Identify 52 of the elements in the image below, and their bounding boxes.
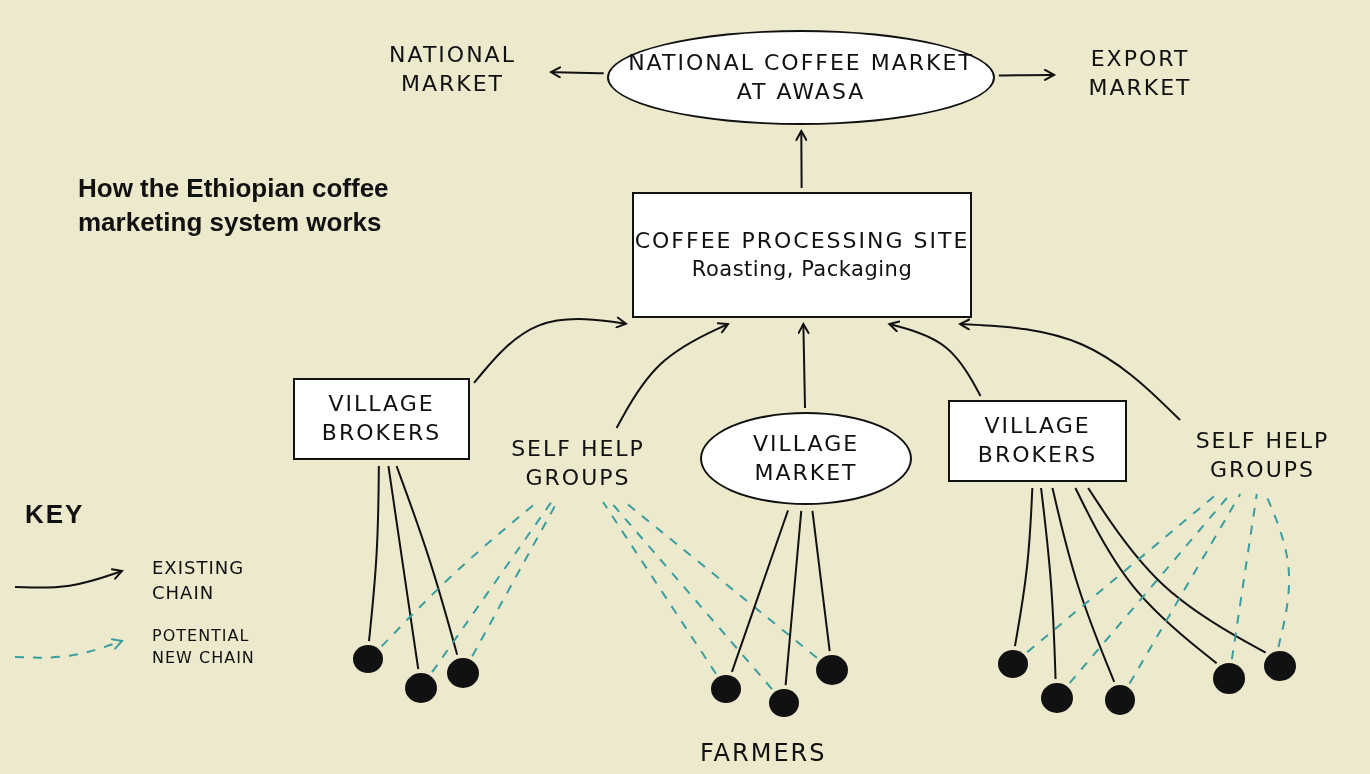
connector-line (368, 465, 380, 643)
farmer-dot (769, 689, 799, 717)
farmer-dot (1264, 651, 1296, 681)
key-heading: KEY (25, 498, 85, 531)
connector-line (1087, 487, 1267, 654)
node-heading: VILLAGE BROKERS (976, 412, 1099, 469)
market-label: SELF HELP GROUPS (1165, 424, 1360, 488)
arrow (473, 316, 627, 384)
market-label: EXPORT MARKET (1060, 42, 1220, 106)
arrow (797, 323, 810, 409)
arrow (997, 69, 1055, 81)
market-label: NATIONAL MARKET (360, 38, 545, 102)
dashed-connector (1128, 493, 1242, 685)
dashed-connector (431, 501, 553, 674)
legend-text: EXISTING CHAIN (152, 556, 246, 606)
arrow (888, 320, 982, 397)
connector-line (1040, 487, 1057, 681)
connector-line (811, 509, 831, 653)
arrow (959, 318, 1181, 421)
node-heading: VILLAGE BROKERS (320, 390, 443, 447)
farmer-dot (405, 673, 437, 703)
diagram-title: How the Ethiopian coffee marketing system works (78, 172, 390, 239)
farmer-dot (353, 645, 383, 673)
farmer-dot (1105, 685, 1135, 715)
legend-text: POTENTIAL NEW CHAIN (152, 625, 256, 670)
arrow (795, 130, 808, 189)
arrow (550, 66, 605, 79)
market-label: SELF HELP GROUPS (488, 432, 668, 496)
farmer-dot (1213, 663, 1245, 694)
connector-line (730, 509, 789, 673)
process-box (293, 378, 470, 460)
node-heading: NATIONAL COFFEE MARKET AT AWASA (627, 48, 975, 106)
connector-line (784, 509, 803, 687)
connector-line (395, 465, 459, 656)
dashed-connector (1230, 493, 1258, 661)
farmer-dot (998, 650, 1028, 678)
farmer-dot (711, 675, 741, 703)
dashed-connector (602, 501, 717, 675)
group-label: FARMERS (700, 738, 827, 769)
farmer-dot (447, 658, 479, 688)
node-heading: VILLAGE MARKET (751, 429, 861, 487)
connector-line (1074, 487, 1218, 665)
process-box (632, 192, 972, 318)
connector-line (1051, 487, 1116, 683)
farmer-dot (816, 655, 848, 685)
connector-line (387, 465, 420, 671)
connector-line (1013, 487, 1034, 648)
node-heading: COFFEE PROCESSING SITE (634, 227, 970, 256)
farmer-dot (1041, 683, 1073, 713)
process-box (948, 400, 1127, 482)
arrow (615, 322, 730, 429)
node-subtext: Roasting, Packaging (691, 255, 913, 283)
